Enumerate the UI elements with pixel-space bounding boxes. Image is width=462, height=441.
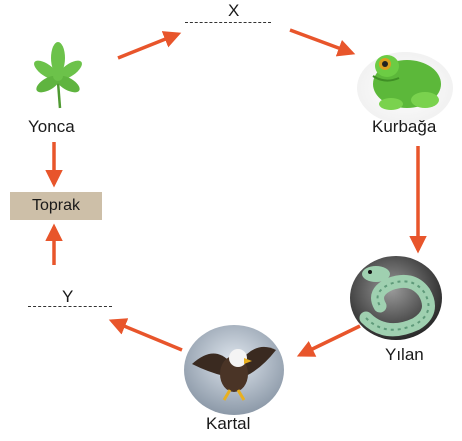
frog-icon (357, 52, 453, 124)
y-label: Y (62, 287, 73, 307)
arrow-x-to-frog (290, 30, 352, 53)
eagle-icon (184, 325, 284, 415)
soil-box: Toprak (10, 192, 102, 220)
x-blank-line (185, 22, 271, 23)
x-label: X (228, 1, 239, 21)
frog-label: Kurbağa (372, 117, 436, 137)
arrow-eagle-to-y (112, 321, 182, 350)
clover-leaf-icon (31, 42, 85, 108)
clover-label: Yonca (28, 117, 75, 137)
arrow-snake-to-eagle (300, 326, 360, 355)
snake-label: Yılan (385, 345, 424, 365)
snake-icon (350, 256, 442, 340)
arrow-clover-to-x (118, 34, 178, 58)
soil-label: Toprak (32, 197, 80, 215)
y-blank-line (28, 306, 112, 307)
eagle-label: Kartal (206, 414, 250, 434)
